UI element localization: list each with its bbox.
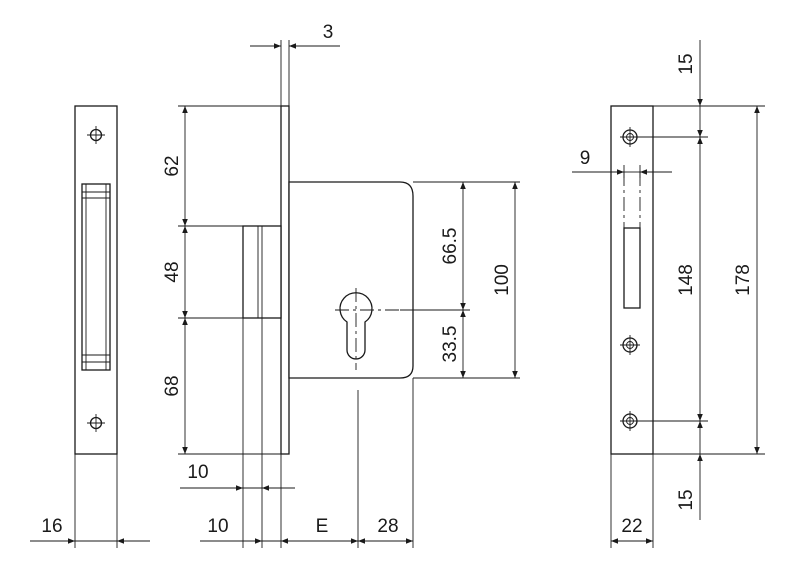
screw-hole-icon xyxy=(620,335,640,355)
screw-hole-icon xyxy=(87,414,105,432)
faceplate-front-view xyxy=(74,105,118,548)
screw-hole-icon xyxy=(620,127,640,147)
dimension-labels: 16 3 62 48 68 10 10 E 28 66.5 33.5 100 9… xyxy=(41,22,754,537)
dim-faceplate-thickness: 3 xyxy=(323,22,334,43)
dim-backset: E xyxy=(316,516,329,537)
dim-lower-cylinder: 33.5 xyxy=(440,326,461,363)
dim-body-height: 100 xyxy=(492,264,513,296)
dim-middle-height: 48 xyxy=(162,261,183,282)
dim-upper-height: 62 xyxy=(162,155,183,176)
dim-strike-hole-spacing: 148 xyxy=(676,264,697,296)
screw-hole-icon xyxy=(87,126,105,144)
dim-strike-top-margin: 15 xyxy=(676,53,697,74)
dim-latch-width: 10 xyxy=(207,516,228,537)
cylinder-keyhole-icon xyxy=(335,288,400,370)
dim-lower-height: 68 xyxy=(162,375,183,396)
lock-body-side-view xyxy=(178,40,520,548)
dim-strike-total-height: 178 xyxy=(733,264,754,296)
dim-strike-slot-width: 9 xyxy=(580,148,591,169)
dim-strike-bottom-margin: 15 xyxy=(676,489,697,510)
dim-latch-offset: 10 xyxy=(187,462,208,483)
dimension-lines xyxy=(30,40,760,544)
dim-upper-cylinder: 66.5 xyxy=(440,228,461,265)
dim-strike-width: 22 xyxy=(621,516,642,537)
dim-faceplate-width: 16 xyxy=(41,516,62,537)
strike-plate-view xyxy=(610,105,765,548)
screw-hole-icon xyxy=(620,411,640,431)
dim-cylinder-offset: 28 xyxy=(377,516,398,537)
